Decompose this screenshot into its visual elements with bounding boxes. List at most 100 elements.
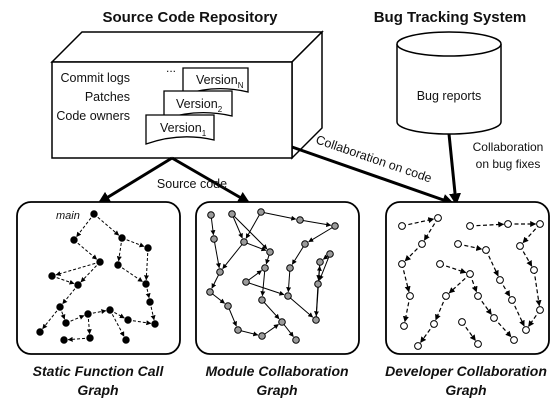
module-node [296, 216, 304, 224]
version-doc-2: Version2 [163, 90, 233, 120]
static-node [144, 244, 152, 252]
developer-node [536, 220, 544, 228]
developer-node [482, 246, 490, 254]
static-node [36, 328, 44, 336]
module-edge [260, 267, 266, 297]
main-node-label: main [56, 210, 80, 222]
static-graph-frame [16, 201, 181, 355]
module-node [312, 316, 320, 324]
module-edge [308, 225, 336, 243]
developer-edge [423, 217, 439, 241]
module-node [257, 208, 265, 216]
static-edge [65, 314, 85, 324]
static-node [70, 236, 78, 244]
collab-bug-label-2: on bug fixes [476, 157, 541, 171]
developer-node [436, 260, 444, 268]
developer-node [474, 292, 482, 300]
bug-database [396, 31, 502, 135]
version-n-label: Version [196, 73, 238, 87]
arrow-collab-code [291, 145, 455, 206]
static-node [84, 310, 92, 318]
developer-edge [511, 299, 525, 327]
arrow-collab-bug [447, 133, 462, 206]
svg-text:Version2: Version2 [176, 97, 223, 114]
module-node [216, 268, 224, 276]
module-node [242, 278, 250, 286]
static-edge [149, 301, 156, 321]
static-node [118, 234, 126, 242]
repo-item-patches: Patches [85, 90, 130, 104]
module-edge [287, 295, 314, 318]
module-node [261, 264, 269, 272]
module-node [331, 222, 339, 230]
source-code-label: Source code [157, 177, 227, 191]
module-node [326, 250, 334, 258]
collab-bug-label-1: Collaboration [473, 140, 544, 154]
developer-node [398, 222, 406, 230]
developer-edge [404, 243, 423, 262]
static-node [151, 320, 159, 328]
developer-edge [522, 223, 541, 244]
static-node [60, 336, 68, 344]
module-edge [222, 241, 245, 270]
static-node [86, 334, 94, 342]
developer-node [504, 220, 512, 228]
module-node [258, 296, 266, 304]
svg-text:Version1: Version1 [160, 121, 207, 138]
developer-edge [439, 263, 467, 274]
developer-edge [469, 221, 505, 228]
developer-graph-caption-1: Developer Collaboration [385, 363, 547, 379]
developer-edge [457, 243, 483, 251]
module-graph-nodes [206, 208, 339, 344]
collab-code-label: Collaboration on code [314, 133, 434, 186]
module-node [206, 288, 214, 296]
svg-text:VersionN: VersionN [196, 73, 244, 90]
static-node [96, 258, 104, 266]
developer-node [400, 322, 408, 330]
developer-node [466, 270, 474, 278]
module-node [278, 318, 286, 326]
developer-node [522, 326, 530, 334]
developer-node [458, 318, 466, 326]
version-1-sub: 1 [202, 129, 207, 138]
developer-node [406, 292, 414, 300]
static-node [146, 298, 154, 306]
module-node [234, 326, 242, 334]
module-edge [318, 253, 331, 281]
static-node [142, 280, 150, 288]
module-node [228, 210, 236, 218]
static-edge [143, 247, 149, 281]
static-graph-caption-2: Graph [77, 382, 118, 398]
developer-edge [402, 295, 411, 323]
developer-graph-caption-2: Graph [445, 382, 486, 398]
module-node [240, 238, 248, 246]
developer-edge [493, 317, 512, 338]
static-edge [87, 309, 107, 315]
repository-box [50, 30, 324, 160]
module-node [207, 211, 215, 219]
developer-node [474, 340, 482, 348]
developer-node [442, 292, 450, 300]
static-node [56, 303, 64, 311]
developer-edge [485, 249, 499, 277]
module-edge [291, 243, 306, 265]
developer-node [516, 242, 524, 250]
module-node [266, 248, 274, 256]
arrow-to-static [97, 156, 173, 204]
version-1-label: Version [160, 121, 202, 135]
static-edge [116, 237, 123, 262]
bug-reports-label: Bug reports [417, 89, 482, 103]
static-node [90, 210, 98, 218]
repo-item-code-owners: Code owners [56, 109, 130, 123]
module-node [224, 302, 232, 310]
static-node [74, 281, 82, 289]
module-node [284, 292, 292, 300]
static-node [122, 336, 130, 344]
developer-node [430, 320, 438, 328]
developer-node [418, 240, 426, 248]
developer-node [466, 222, 474, 230]
version-2-sub: 2 [218, 105, 223, 114]
version-doc-n: VersionN [182, 67, 249, 96]
module-edge [261, 299, 280, 320]
